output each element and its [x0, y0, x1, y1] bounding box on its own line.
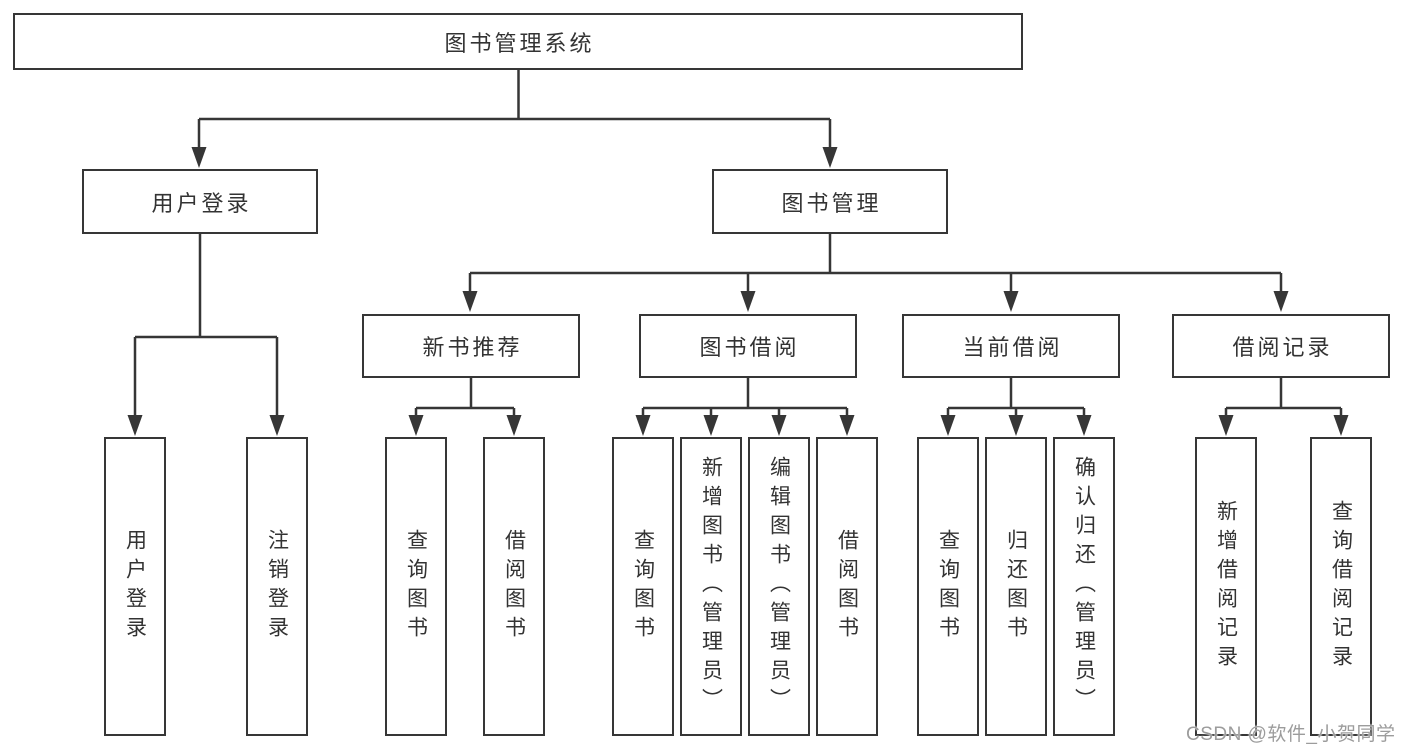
leaf-newbook-borrow-book: 借阅图书: [483, 437, 545, 736]
arrow-icon: [703, 415, 719, 436]
arrow-icon: [269, 415, 285, 436]
leaf-user-login: 用户登录: [104, 437, 166, 736]
leaf-label: 查询图书: [631, 528, 655, 645]
connector-current-borrow-children: [946, 378, 1086, 420]
arrow-icon: [740, 291, 756, 312]
arrow-icon: [127, 415, 143, 436]
leaf-borrow-query-book: 查询图书: [612, 437, 674, 736]
leaf-borrow-borrow-book: 借阅图书: [816, 437, 878, 736]
leaf-label: 查询借阅记录: [1329, 499, 1353, 674]
connector-book-mgmt-children: [468, 232, 1283, 294]
arrow-icon: [408, 415, 424, 436]
leaf-current-confirm-return-admin: 确认归还（管理员）: [1053, 437, 1115, 736]
arrowheads: [127, 147, 1349, 436]
node-book-management-group: 图书管理: [712, 169, 948, 234]
leaf-logout: 注销登录: [246, 437, 308, 736]
connector-borrow-record-children: [1224, 378, 1343, 420]
connector-new-book-children: [414, 378, 516, 420]
arrow-icon: [839, 415, 855, 436]
leaf-label: 新增借阅记录: [1214, 499, 1238, 674]
arrow-icon: [1333, 415, 1349, 436]
node-user-login-group: 用户登录: [82, 169, 318, 234]
arrow-icon: [1008, 415, 1024, 436]
leaf-record-add-record: 新增借阅记录: [1195, 437, 1257, 736]
node-book-borrow: 图书借阅: [639, 314, 857, 378]
connector-root-to-level2: [197, 69, 832, 150]
arrow-icon: [462, 291, 478, 312]
csdn-watermark: CSDN @软件_小贺同学: [1186, 724, 1396, 745]
connector-user-login-children: [133, 233, 279, 418]
node-current-borrow: 当前借阅: [902, 314, 1120, 378]
leaf-label: 用户登录: [123, 528, 147, 645]
node-borrow-records: 借阅记录: [1172, 314, 1390, 378]
leaf-record-query-record: 查询借阅记录: [1310, 437, 1372, 736]
leaf-current-return-book: 归还图书: [985, 437, 1047, 736]
leaf-label: 归还图书: [1004, 528, 1028, 645]
leaf-label: 确认归还（管理员）: [1072, 456, 1096, 717]
arrow-icon: [506, 415, 522, 436]
arrow-icon: [191, 147, 207, 168]
leaf-borrow-add-book-admin: 新增图书（管理员）: [680, 437, 742, 736]
node-library-system-root: 图书管理系统: [13, 13, 1023, 70]
arrow-icon: [1218, 415, 1234, 436]
leaf-newbook-query-book: 查询图书: [385, 437, 447, 736]
arrow-icon: [1273, 291, 1289, 312]
arrow-icon: [1076, 415, 1092, 436]
leaf-current-query-book: 查询图书: [917, 437, 979, 736]
leaf-label: 编辑图书（管理员）: [767, 456, 791, 717]
arrow-icon: [822, 147, 838, 168]
leaf-label: 查询图书: [404, 528, 428, 645]
arrow-icon: [771, 415, 787, 436]
leaf-label: 新增图书（管理员）: [699, 456, 723, 717]
leaf-borrow-edit-book-admin: 编辑图书（管理员）: [748, 437, 810, 736]
connector-book-borrow-children: [641, 378, 849, 420]
arrow-icon: [635, 415, 651, 436]
arrow-icon: [940, 415, 956, 436]
arrow-icon: [1003, 291, 1019, 312]
leaf-label: 注销登录: [265, 528, 289, 645]
node-new-book-recommend: 新书推荐: [362, 314, 580, 378]
leaf-label: 查询图书: [936, 528, 960, 645]
leaf-label: 借阅图书: [502, 528, 526, 645]
leaf-label: 借阅图书: [835, 528, 859, 645]
